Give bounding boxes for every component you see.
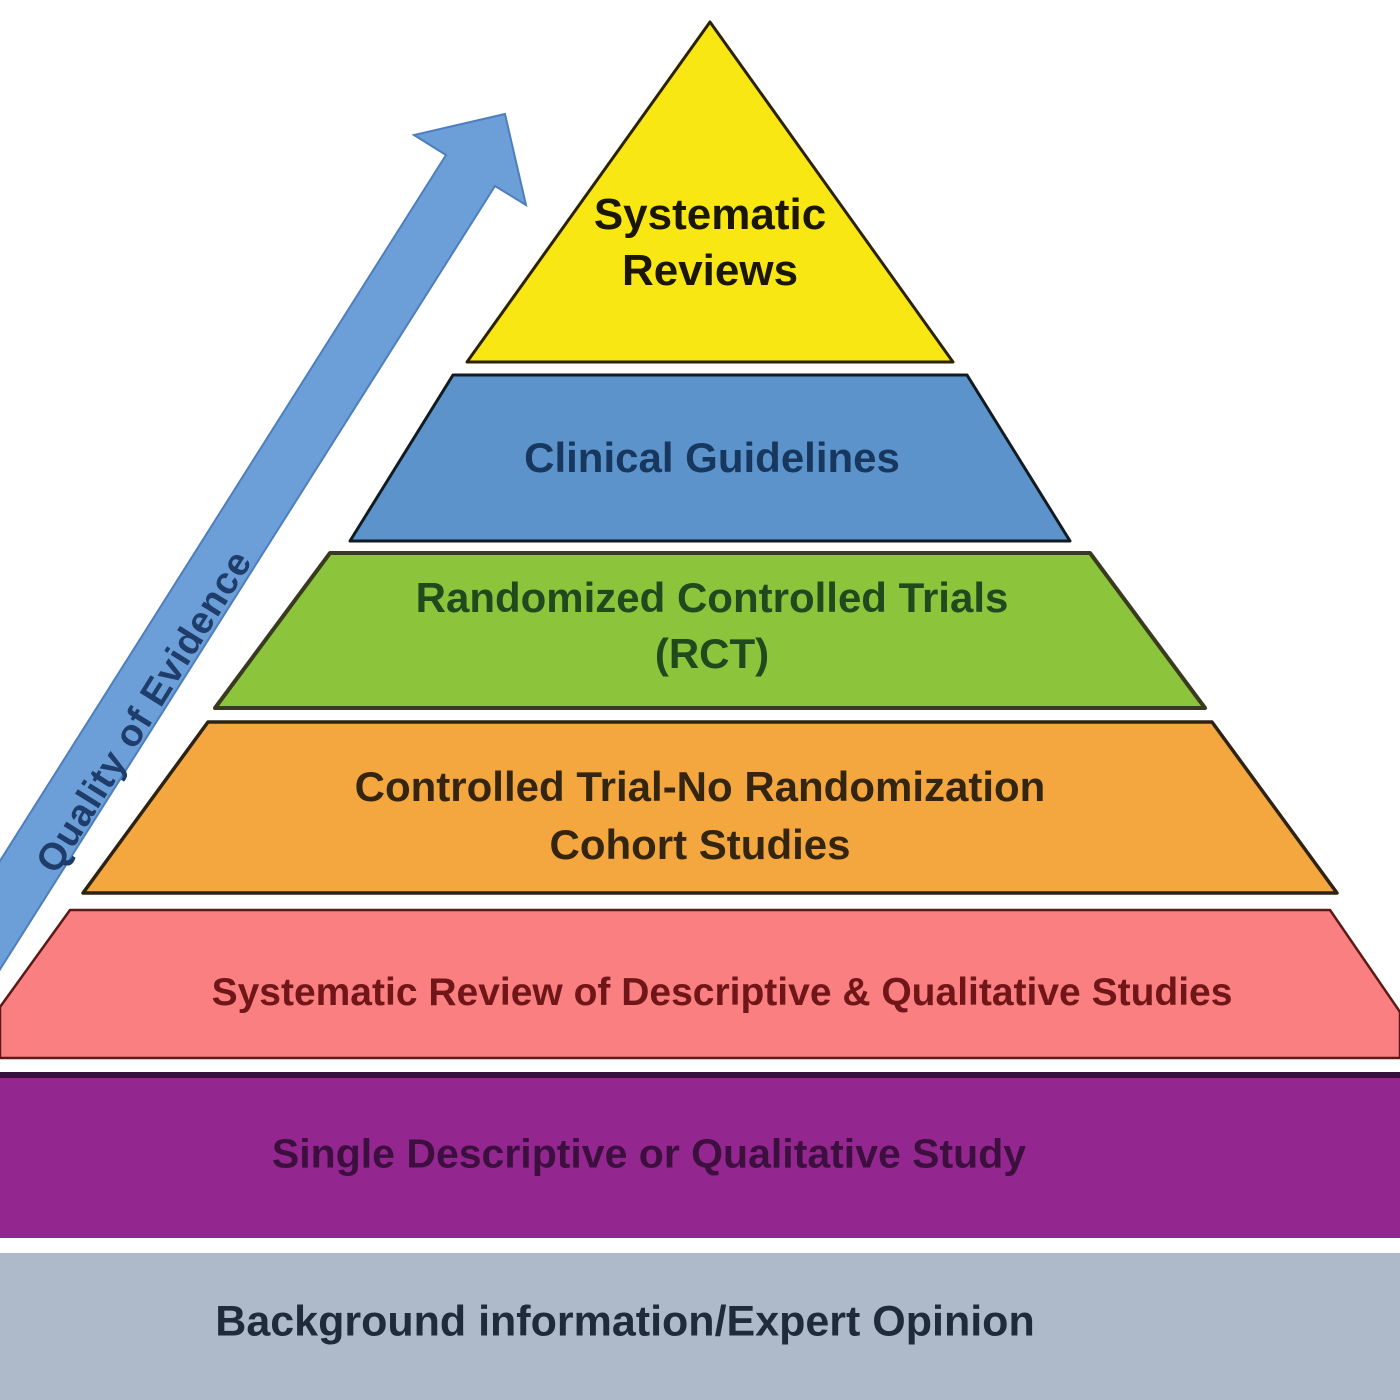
label-line: Systematic xyxy=(593,190,827,239)
label-line: Randomized Controlled Trials xyxy=(415,574,1009,621)
level-rct-shape xyxy=(213,551,1207,710)
label-line: (RCT) xyxy=(654,630,770,677)
label-controlled-trial: Controlled Trial-No Randomization Cohort… xyxy=(355,758,1046,874)
label-systematic-reviews: Systematic Reviews xyxy=(594,187,826,299)
label-line: Clinical Guidelines xyxy=(524,434,900,481)
label-single-descriptive: Single Descriptive or Qualitative Study xyxy=(272,1131,1026,1178)
level-controlled-trial-shape xyxy=(81,720,1339,895)
level-single-descriptive-shape xyxy=(0,1072,1400,1238)
label-background-expert: Background information/Expert Opinion xyxy=(215,1298,1034,1347)
quality-arrow-icon xyxy=(0,112,528,972)
label-clinical-guidelines: Clinical Guidelines xyxy=(524,434,900,482)
level-background-expert-shape xyxy=(0,1253,1400,1400)
level-systematic-reviews-shape xyxy=(465,20,955,364)
level-clinical-guidelines-shape xyxy=(348,373,1072,543)
label-line: Systematic Review of Descriptive & Quali… xyxy=(211,971,1233,1014)
label-rct: Randomized Controlled Trials (RCT) xyxy=(416,570,1009,682)
label-line: Controlled Trial-No Randomization xyxy=(354,763,1046,810)
label-line: Cohort Studies xyxy=(549,821,851,868)
label-line: Reviews xyxy=(621,246,799,295)
label-systematic-review-descriptive: Systematic Review of Descriptive & Quali… xyxy=(212,971,1233,1015)
level-systematic-review-descriptive-shape xyxy=(0,908,1400,1060)
label-line: Background information/Expert Opinion xyxy=(215,1297,1035,1346)
label-line: Single Descriptive or Qualitative Study xyxy=(271,1130,1027,1177)
